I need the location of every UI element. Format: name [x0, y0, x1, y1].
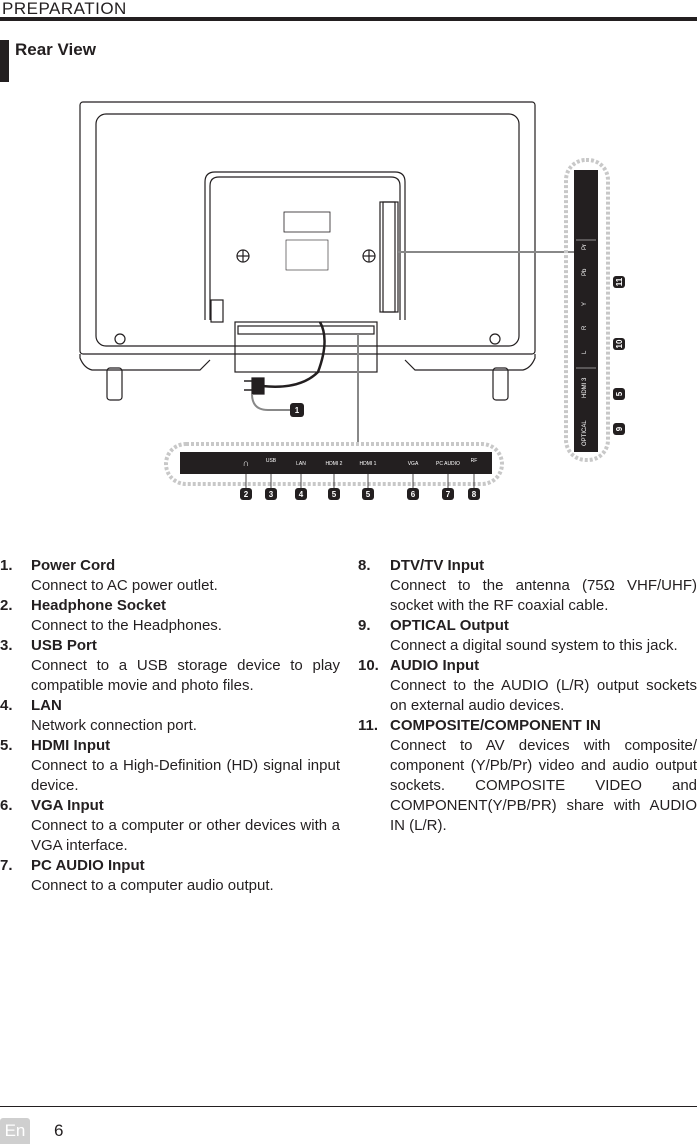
item-desc: Connect to the AUDIO (L/R) output socket…	[390, 677, 697, 714]
callout-6: 6	[411, 490, 416, 499]
callout-5-side: 5	[615, 391, 624, 396]
item-desc: Connect a digital sound system to this j…	[390, 637, 678, 654]
callout-3: 3	[269, 490, 274, 499]
back-label-rf: RF	[471, 458, 478, 464]
item-number: 8.	[358, 557, 371, 574]
item-number: 1.	[0, 557, 13, 574]
side-label-optical: OPTICAL	[582, 420, 588, 446]
item-number: 3.	[0, 637, 13, 654]
page-number: 6	[54, 1121, 64, 1140]
callout-8: 8	[472, 490, 477, 499]
side-label-pr: Pr	[582, 244, 588, 250]
back-label-pc-audio: PC AUDIO	[436, 461, 460, 467]
item-title: USB Port	[31, 637, 97, 654]
right-foot	[492, 367, 509, 401]
item-number: 9.	[358, 617, 371, 634]
bottom-connector-strip: ∩ USB LAN HDMI 2 HDMI 1 VGA PC AUDIO RF	[164, 442, 504, 486]
callout-5a: 5	[332, 490, 337, 499]
callout-10: 10	[615, 339, 624, 348]
section-title: Rear View	[15, 40, 96, 59]
header-rule	[0, 17, 697, 21]
callout-11: 11	[615, 277, 624, 286]
tv-outer-frame	[79, 101, 536, 355]
item-number: 10.	[358, 657, 379, 674]
side-label-pb: Pb	[582, 268, 588, 276]
list-item: 4. LAN Network connection port.	[0, 696, 340, 736]
back-label-hdmi2: HDMI 2	[326, 461, 343, 467]
back-label-vga: VGA	[408, 461, 419, 467]
item-title: HDMI Input	[31, 737, 111, 754]
item-number: 6.	[0, 797, 13, 814]
item-desc: Connect to a computer or other devices w…	[31, 817, 340, 854]
side-label-r: R	[582, 325, 588, 330]
tv-back-panel	[204, 171, 406, 320]
item-desc: Connect to AC power outlet.	[31, 577, 218, 594]
list-item: 11. COMPOSITE/COMPONENT IN Connect to AV …	[358, 716, 697, 836]
callout-4: 4	[299, 490, 304, 499]
item-number: 5.	[0, 737, 13, 754]
callout-9: 9	[615, 426, 624, 431]
callout-2: 2	[244, 490, 249, 499]
back-label-hdmi1: HDMI 1	[360, 461, 377, 467]
item-desc: Connect to the Headphones.	[31, 617, 222, 634]
callout-1: 1	[295, 406, 300, 415]
page-header: PREPARATION	[0, 0, 697, 22]
header-title: PREPARATION	[2, 0, 127, 18]
item-number: 2.	[0, 597, 13, 614]
callout-5b: 5	[366, 490, 371, 499]
side-label-y: Y	[582, 302, 588, 306]
item-title: Power Cord	[31, 557, 116, 574]
item-desc: Network connection port.	[31, 717, 197, 734]
section-marker	[0, 40, 9, 82]
language-badge: En	[0, 1118, 30, 1144]
left-foot	[106, 367, 123, 401]
item-title: PC AUDIO Input	[31, 857, 145, 874]
tv-inner-frame	[95, 113, 520, 347]
item-desc: Connect to a High-Definition (HD) signal…	[31, 757, 340, 794]
bottom-panel-on-back	[234, 321, 378, 373]
back-label-usb: USB	[266, 458, 277, 464]
item-number: 7.	[0, 857, 13, 874]
item-desc: Connect to the antenna (75Ω VHF/UHF) soc…	[390, 577, 697, 614]
item-title: OPTICAL Output	[390, 617, 509, 634]
item-title: Headphone Socket	[31, 597, 167, 614]
item-title: VGA Input	[31, 797, 104, 814]
side-label-hdmi3: HDMI 3	[582, 377, 588, 398]
power-cord	[261, 321, 326, 388]
headphone-glyph: ∩	[243, 458, 249, 468]
item-desc: Connect to a computer audio output.	[31, 877, 274, 894]
side-connector-strip: OPTICAL HDMI 3 L R Y Pb Pr	[564, 158, 610, 462]
item-title: DTV/TV Input	[390, 557, 485, 574]
side-label-l: L	[582, 350, 588, 354]
item-title: LAN	[31, 697, 62, 714]
item-desc: Connect to AV devices with composite/ co…	[390, 737, 697, 834]
tv-rear-diagram: OPTICAL HDMI 3 L R Y Pb Pr 9 5 10 11 ∩ U…	[79, 101, 625, 500]
back-label-lan: LAN	[296, 461, 306, 467]
item-number: 4.	[0, 697, 13, 714]
item-title: AUDIO Input	[390, 657, 480, 674]
item-number: 11.	[358, 717, 379, 734]
item-desc: Connect to a USB storage device to play …	[31, 657, 340, 694]
callout-7: 7	[446, 490, 451, 499]
item-title: COMPOSITE/COMPONENT IN	[390, 717, 601, 734]
footer-rule	[0, 1106, 697, 1107]
